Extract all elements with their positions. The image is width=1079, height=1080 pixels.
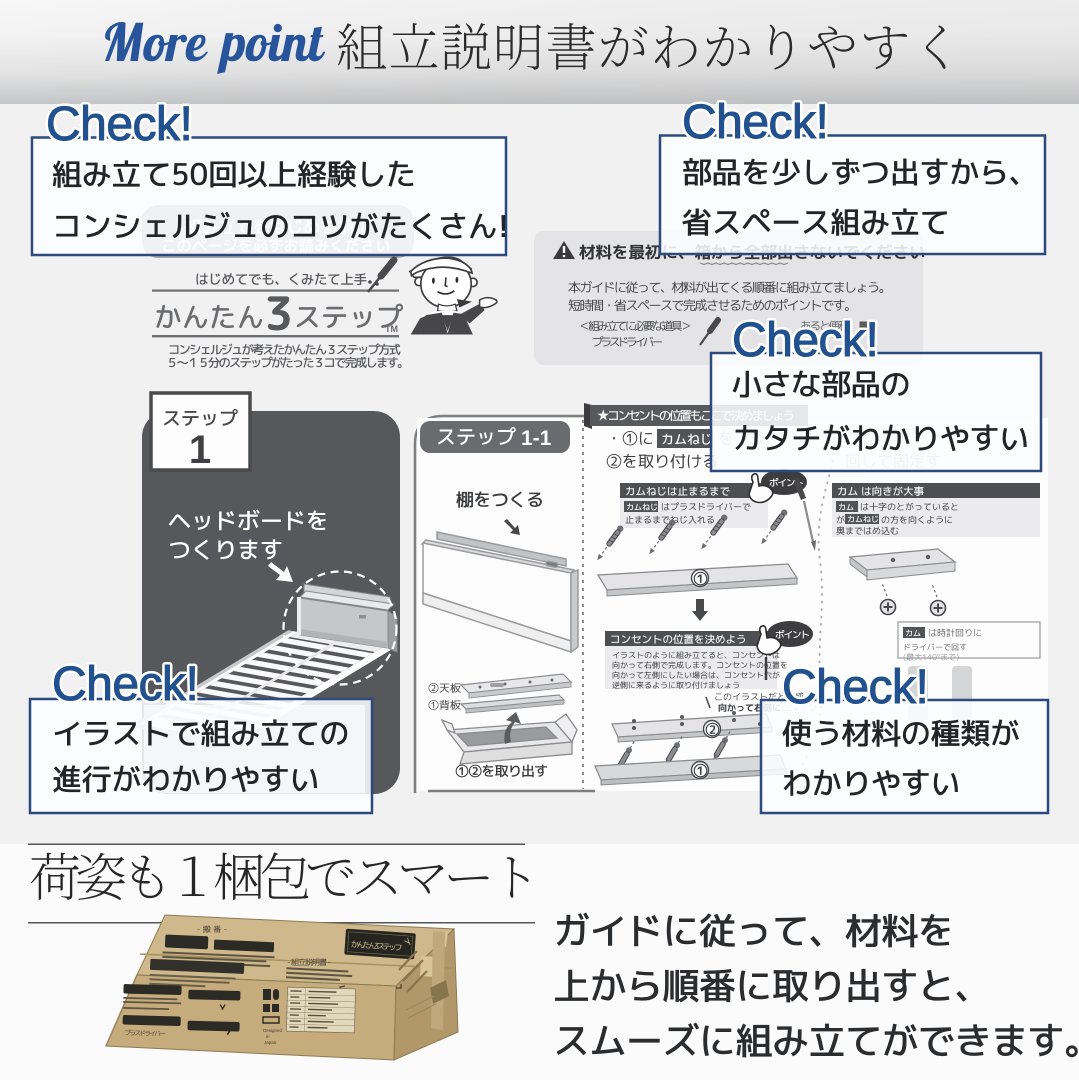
svg-text:Japan: Japan xyxy=(264,1040,277,1045)
svg-text:TM: TM xyxy=(385,324,398,334)
svg-text:Check!: Check! xyxy=(732,314,878,367)
svg-text:1-1: 1-1 xyxy=(521,427,552,450)
svg-text:Check!: Check! xyxy=(782,661,928,714)
svg-text:in: in xyxy=(266,1034,270,1039)
svg-text:1: 1 xyxy=(189,428,211,472)
svg-text:Check!: Check! xyxy=(682,96,828,149)
svg-text:Designed: Designed xyxy=(263,1028,283,1033)
svg-text:Check!: Check! xyxy=(732,314,878,367)
svg-text:Check!: Check! xyxy=(52,658,198,711)
svg-text:Check!: Check! xyxy=(782,661,928,714)
svg-text:Check!: Check! xyxy=(46,98,192,151)
svg-text:Check!: Check! xyxy=(46,98,192,151)
svg-text:Check!: Check! xyxy=(52,658,198,711)
svg-text:Check!: Check! xyxy=(682,96,828,149)
